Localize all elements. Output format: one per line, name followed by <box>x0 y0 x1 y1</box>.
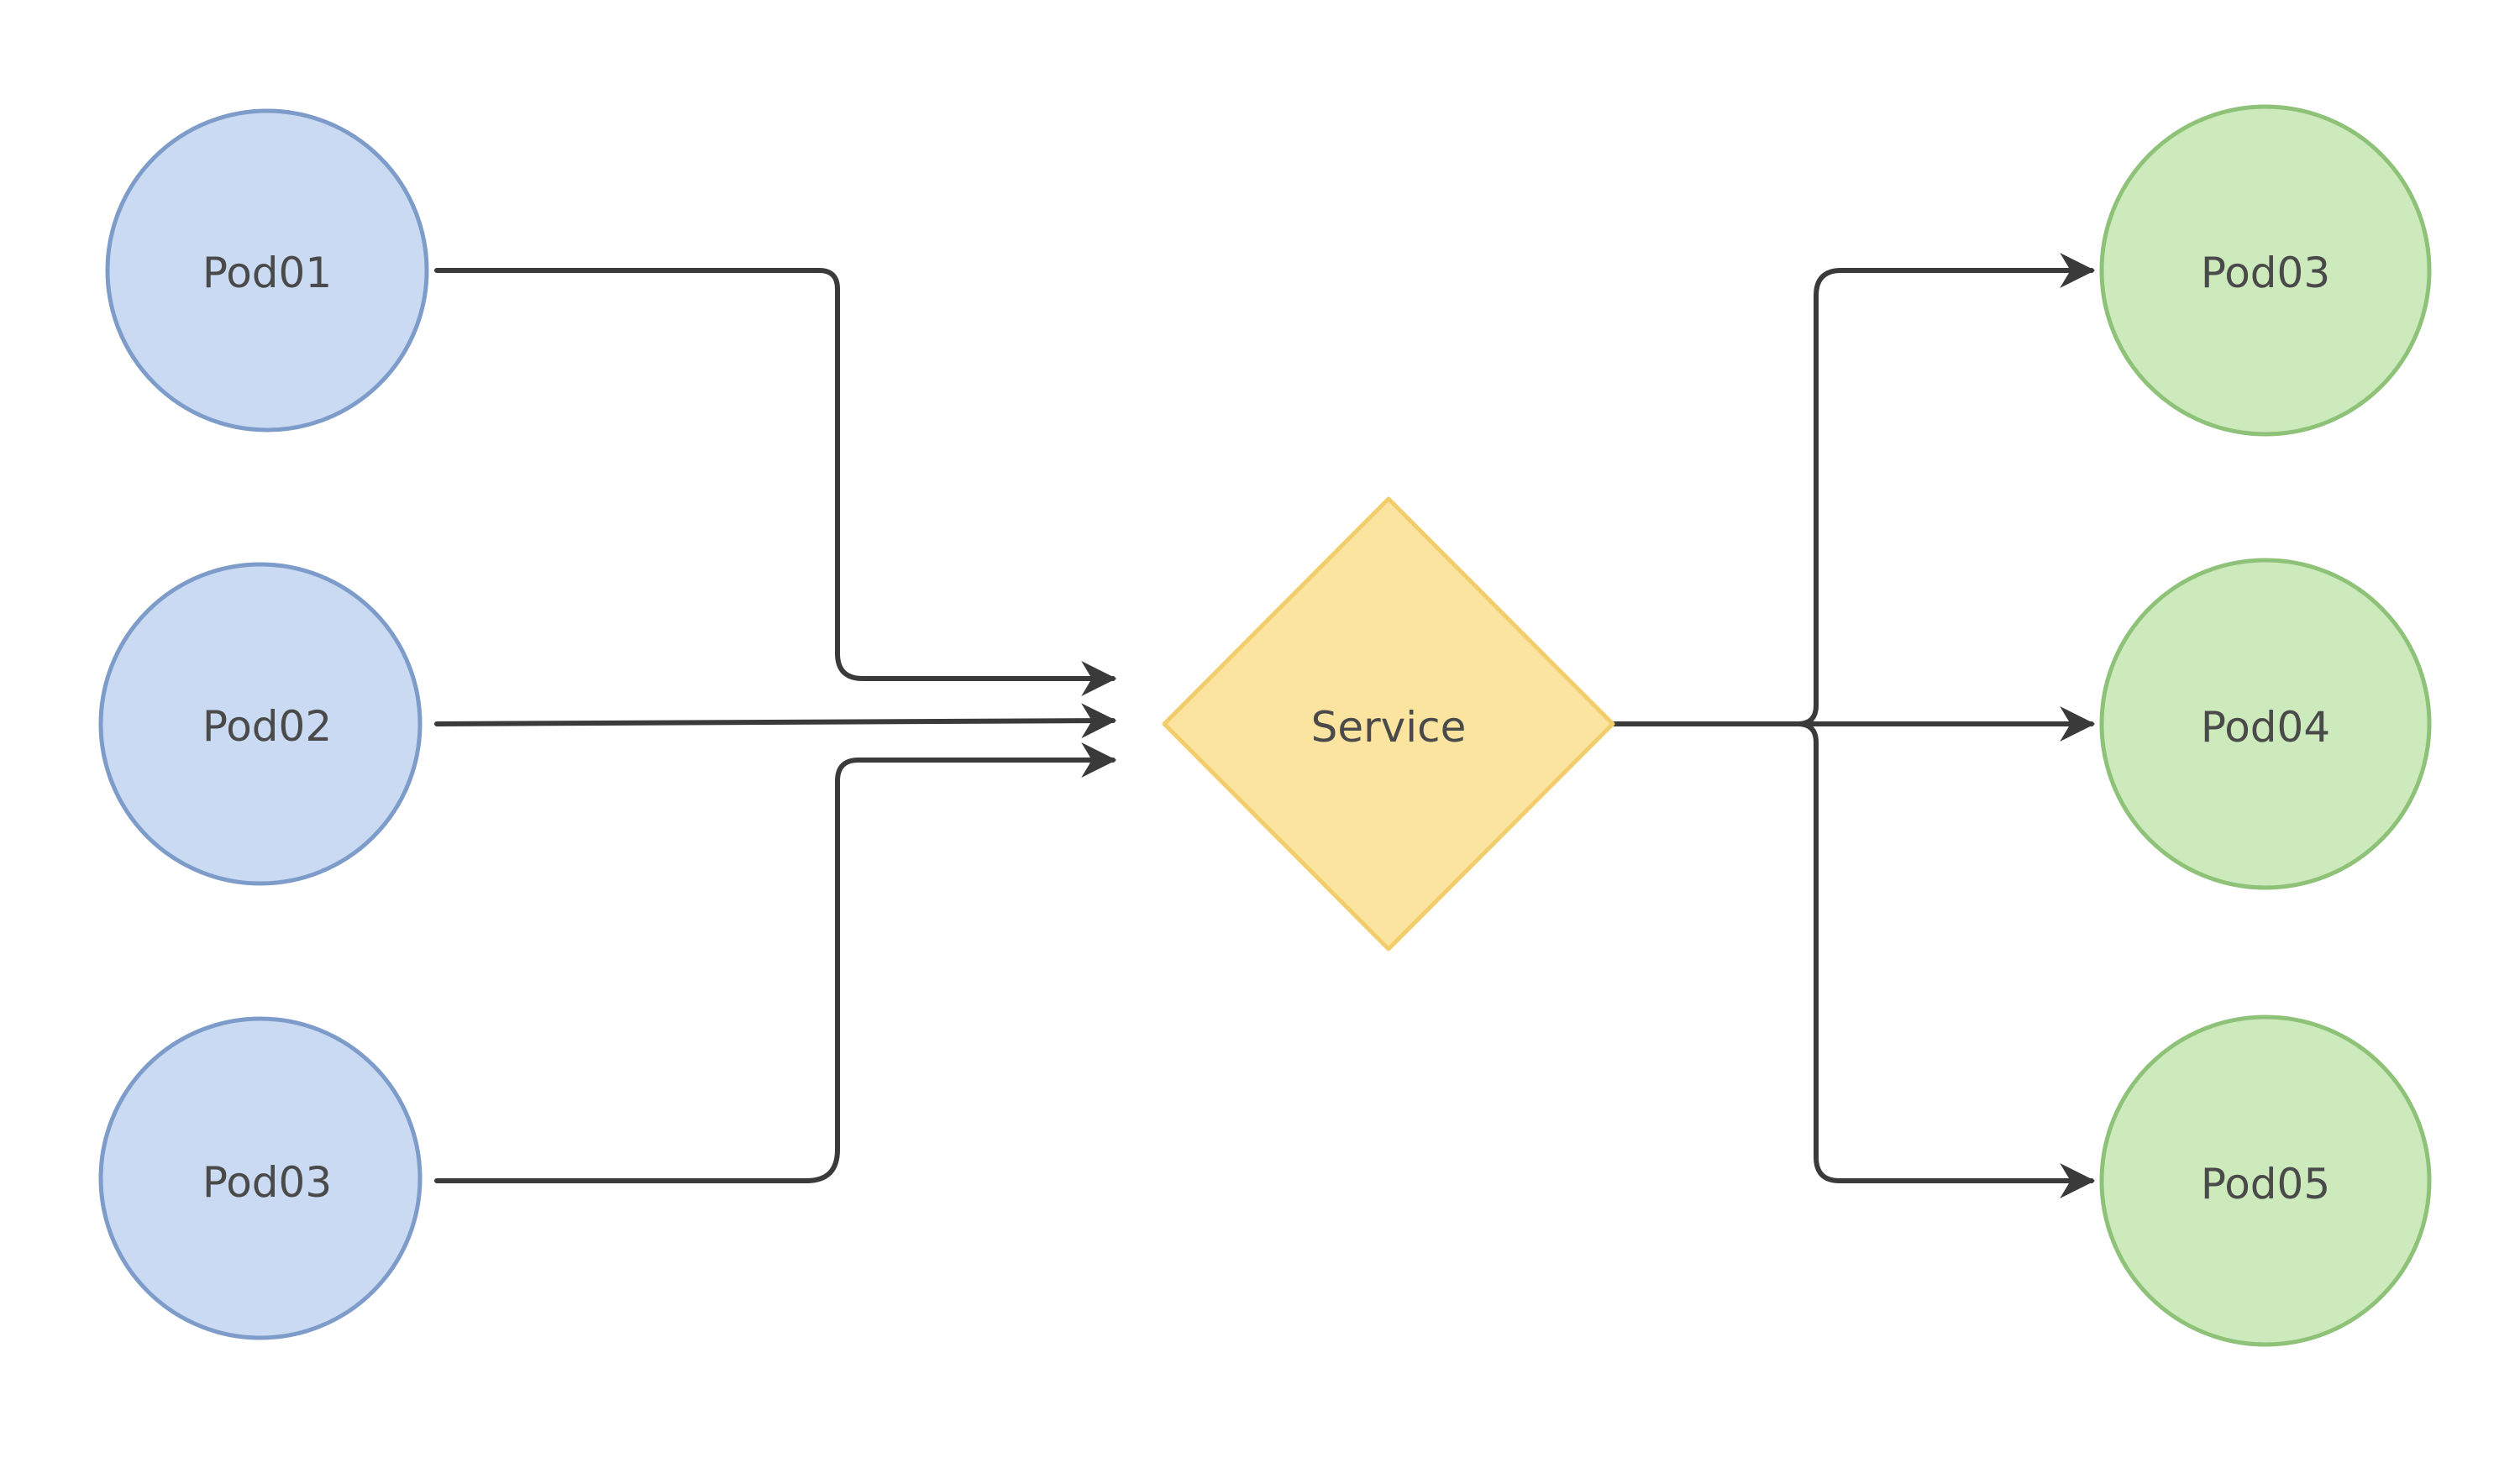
target-pod-circle <box>2102 107 2429 434</box>
target-pod-circle <box>2102 1017 2429 1345</box>
target-pod-label: Pod03 <box>2201 249 2330 297</box>
service-node[interactable]: Service <box>1162 496 1615 952</box>
edge-pod02-to-service <box>434 703 1117 739</box>
source-pod-label: Pod01 <box>202 249 332 297</box>
source-pod-node[interactable]: Pod01 <box>105 108 429 433</box>
source-pod-circle-outline <box>105 108 429 433</box>
source-pod-label: Pod02 <box>202 702 332 751</box>
edge-pod03-to-service <box>434 742 1117 1183</box>
service-diamond-outline <box>1162 496 1615 952</box>
target-pod-circle-outline <box>2099 104 2432 437</box>
edge-pod01-to-service <box>434 268 1117 696</box>
target-pod-label: Pod05 <box>2201 1160 2330 1208</box>
source-pod-label: Pod03 <box>202 1158 332 1207</box>
edge-service-to-pod05 <box>1795 721 2096 1198</box>
service-label: Service <box>1311 703 1467 752</box>
target-pod-node[interactable]: Pod04 <box>2099 558 2432 890</box>
source-pod-node[interactable]: Pod03 <box>98 1016 423 1340</box>
target-pod-node[interactable]: Pod05 <box>2099 1014 2432 1347</box>
source-pod-circle <box>101 564 420 883</box>
edge-service-to-pod03 <box>1795 253 2096 726</box>
source-pod-circle <box>101 1019 420 1338</box>
target-pod-node[interactable]: Pod03 <box>2099 104 2432 437</box>
target-pod-circle-outline <box>2099 558 2432 890</box>
target-pod-label: Pod04 <box>2201 703 2330 752</box>
source-pod-node[interactable]: Pod02 <box>98 562 423 886</box>
source-pod-circle-outline <box>98 1016 423 1340</box>
target-pod-circle <box>2102 560 2429 888</box>
source-pod-circle-outline <box>98 562 423 886</box>
source-pod-circle <box>108 111 427 430</box>
target-pod-circle-outline <box>2099 1014 2432 1347</box>
